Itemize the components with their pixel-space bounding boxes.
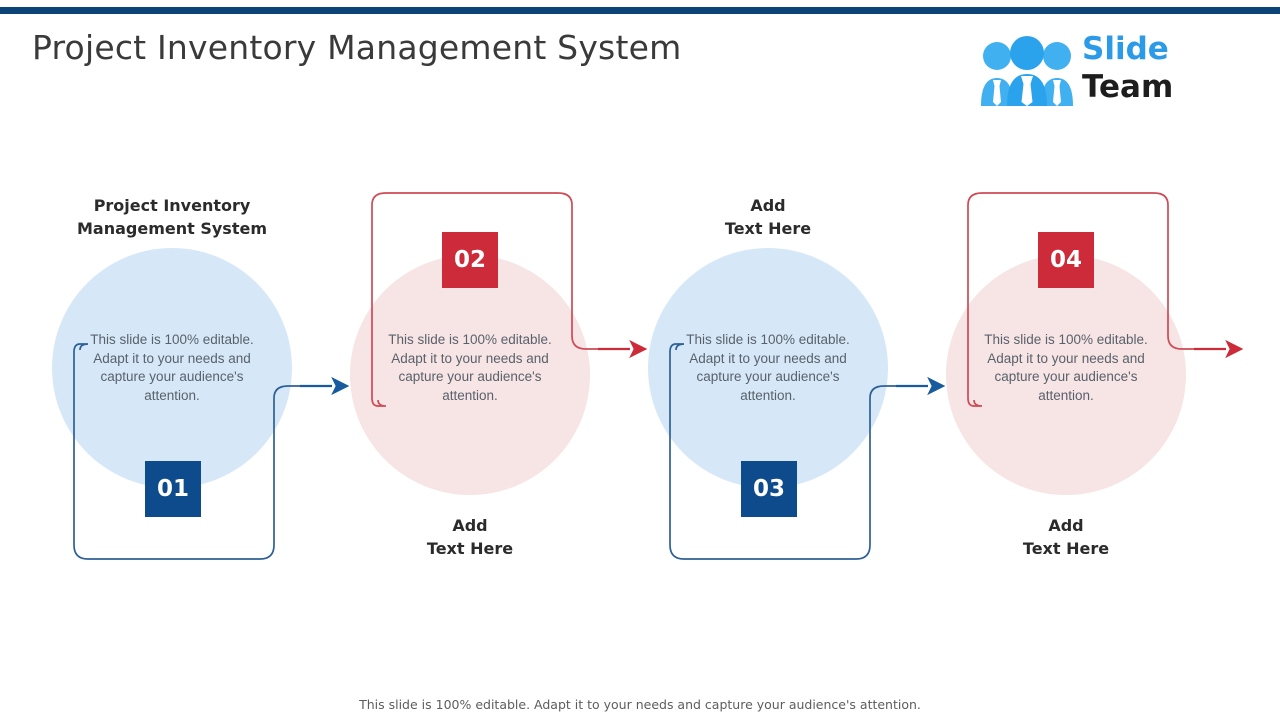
step-heading-2: Add Text Here — [355, 514, 585, 560]
logo-word-team: Team — [1082, 69, 1174, 105]
step-heading-4: Add Text Here — [951, 514, 1181, 560]
step-heading-1-line1: Project Inventory — [93, 196, 251, 215]
step-connector-1 — [73, 343, 310, 560]
people-group-icon — [981, 36, 1073, 106]
step-connector-4 — [967, 192, 1204, 407]
step-heading-2-line2: Text Here — [426, 539, 514, 558]
step-body-1: This slide is 100% editable. Adapt it to… — [90, 332, 254, 403]
step-body-3: This slide is 100% editable. Adapt it to… — [686, 332, 850, 403]
footer-note: This slide is 100% editable. Adapt it to… — [359, 697, 921, 712]
step-heading-3: Add Text Here — [653, 194, 883, 240]
step-body-2: This slide is 100% editable. Adapt it to… — [388, 332, 552, 403]
step-circle-3 — [648, 248, 888, 488]
step-heading-3-line2: Text Here — [724, 219, 812, 238]
step-heading-1: Project Inventory Management System — [57, 194, 287, 240]
step-body-4: This slide is 100% editable. Adapt it to… — [984, 332, 1148, 403]
step-heading-3-line1: Add — [750, 196, 786, 215]
logo-word-slide: Slide — [1082, 31, 1169, 67]
page-title: Project Inventory Management System — [32, 28, 682, 67]
top-accent-rule — [0, 7, 1280, 14]
step-circle-4 — [946, 255, 1186, 495]
slideteam-logo: Slide Team — [978, 30, 1178, 108]
step-connector-3 — [669, 343, 906, 560]
step-badge-1[interactable]: 01 — [145, 461, 201, 517]
step-heading-4-line2: Text Here — [1022, 539, 1110, 558]
step-circle-2 — [350, 255, 590, 495]
step-circle-1 — [52, 248, 292, 488]
step-heading-2-line1: Add — [452, 516, 488, 535]
step-badge-3[interactable]: 03 — [741, 461, 797, 517]
step-heading-1-line2: Management System — [77, 219, 267, 238]
step-connector-2 — [371, 192, 608, 407]
step-badge-4[interactable]: 04 — [1038, 232, 1094, 288]
logo-wordmark: Slide Team — [1082, 30, 1173, 106]
step-heading-4-line1: Add — [1048, 516, 1084, 535]
step-badge-2[interactable]: 02 — [442, 232, 498, 288]
